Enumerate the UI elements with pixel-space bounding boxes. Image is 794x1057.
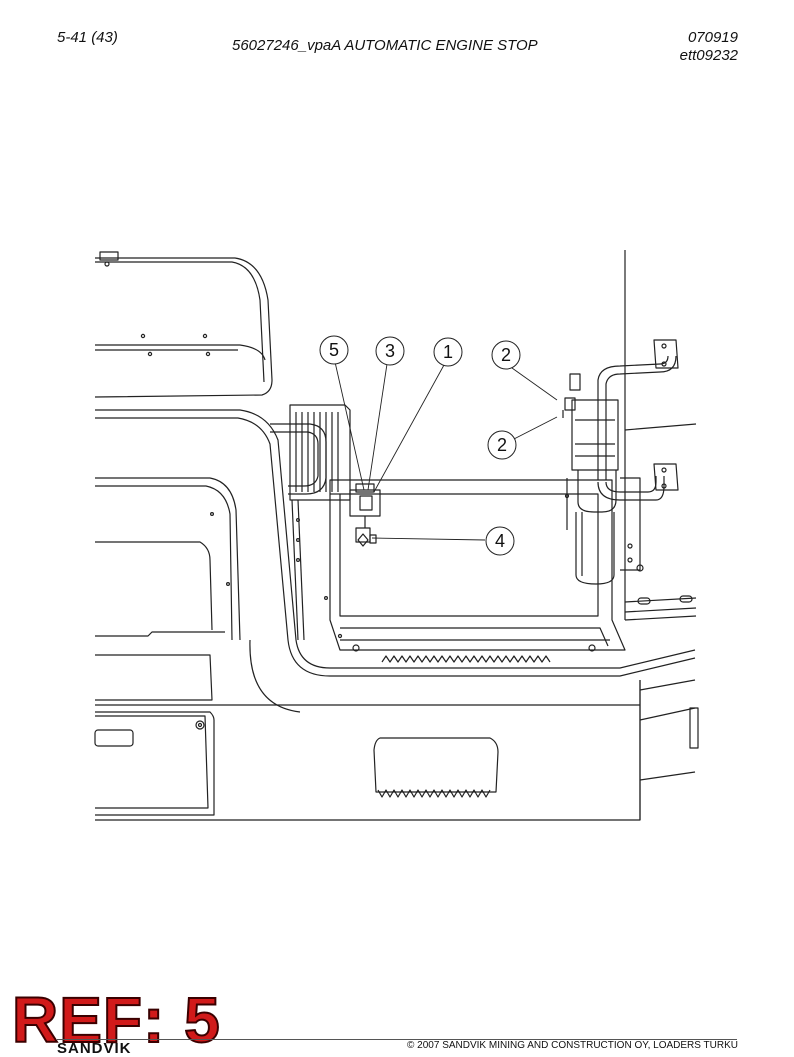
brand-logo: SANDVIK [57, 1040, 132, 1057]
leader-line-4 [371, 537, 486, 541]
leader-line-2a [511, 367, 558, 401]
callout-number: 5 [329, 340, 339, 360]
callout-balloon [485, 526, 515, 556]
callout-balloon [491, 340, 521, 370]
callout-number: 1 [443, 342, 453, 362]
document-title: 56027246_vpaA AUTOMATIC ENGINE STOP [232, 37, 538, 54]
copyright-notice: © 2007 SANDVIK MINING AND CONSTRUCTION O… [407, 1040, 738, 1051]
document-date: 070919 [687, 29, 738, 46]
callout-number: 2 [501, 345, 511, 365]
callout-balloon [433, 337, 463, 367]
callout-number: 4 [495, 531, 505, 551]
drawing-code: ett09232 [679, 47, 738, 64]
leader-line-2b [511, 416, 558, 441]
leader-line-1 [373, 364, 445, 493]
callout-balloon [319, 335, 349, 365]
callout-number: 3 [385, 341, 395, 361]
leader-line-3 [367, 363, 388, 491]
callout-balloon [487, 430, 517, 460]
callout-balloon [375, 336, 405, 366]
page-number: 5-41 (43) [57, 29, 118, 46]
callout-number: 2 [497, 435, 507, 455]
reference-stamp: REF: 5 [11, 984, 221, 1056]
leader-line-5 [334, 361, 365, 491]
footer-divider [57, 1039, 737, 1040]
